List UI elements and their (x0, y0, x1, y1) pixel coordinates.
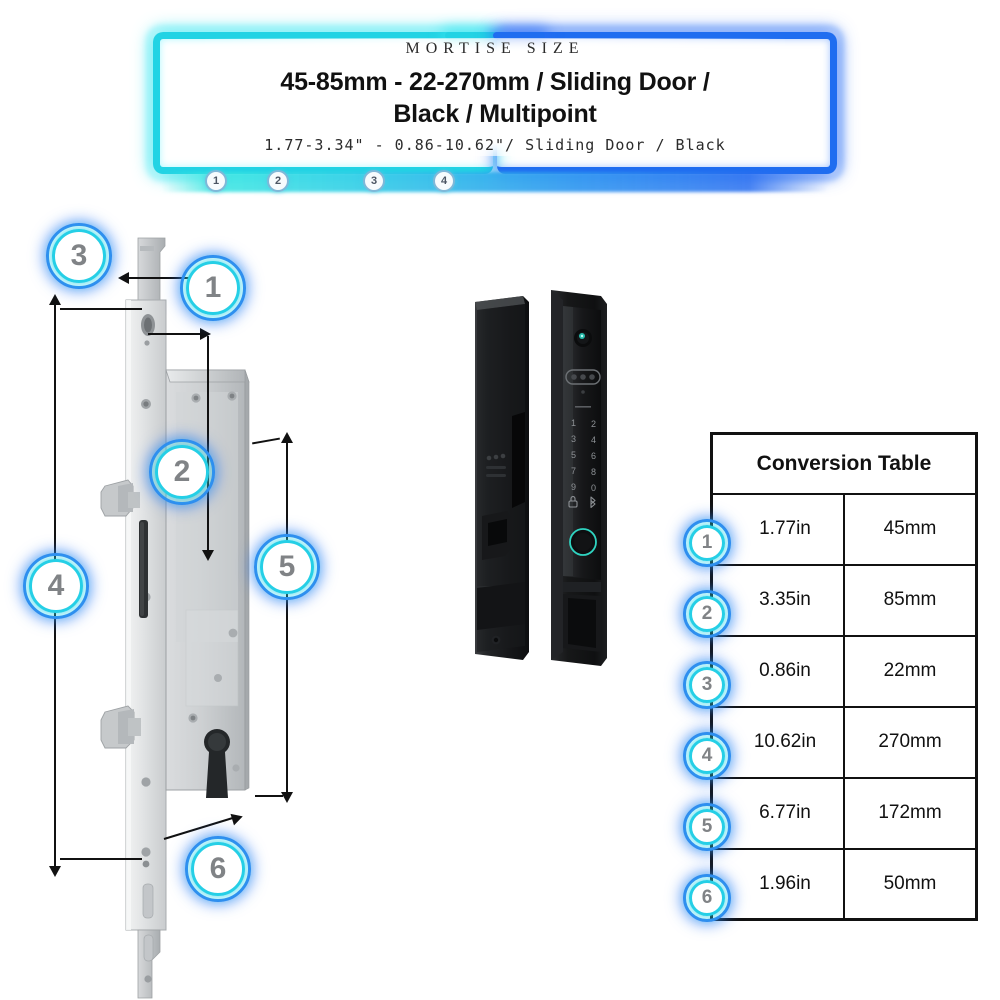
right-bracket-cap (493, 32, 545, 39)
left-bracket-cap (445, 32, 497, 39)
conversion-table: Conversion Table 1.77in 45mm 3.35in 85mm… (710, 432, 978, 921)
table-cell-mm: 45mm (843, 492, 978, 566)
table-cell-inches: 10.62in (710, 705, 845, 779)
rail-badge-4: 4 (433, 170, 455, 192)
svg-text:7: 7 (571, 466, 576, 476)
callout-badge-6[interactable]: 6 (185, 836, 251, 902)
dim-arrow-2 (202, 550, 214, 561)
table-row: 3.35in 85mm (710, 563, 978, 637)
dim-line-2 (207, 336, 209, 556)
dim-tick-3 (60, 308, 142, 310)
table-cell-mm: 172mm (843, 776, 978, 850)
dim-arrow-4-bottom (49, 866, 61, 877)
svg-text:2: 2 (591, 419, 596, 429)
banner-text-group: MORTISE SIZE 45-85mm - 22-270mm / Slidin… (145, 40, 845, 154)
header-gradient-rail (161, 172, 829, 192)
callout-badge-2[interactable]: 2 (149, 439, 215, 505)
header-subtitle: 1.77-3.34" - 0.86-10.62"/ Sliding Door /… (264, 136, 726, 154)
mortise-lock-illustration (100, 237, 250, 999)
svg-text:0: 0 (591, 483, 596, 493)
table-cell-inches: 6.77in (710, 776, 845, 850)
dim-line-5 (286, 438, 288, 798)
table-cell-inches: 1.77in (710, 492, 845, 566)
table-cell-inches: 0.86in (710, 634, 845, 708)
page-title-line-2: Black / Multipoint (393, 99, 597, 128)
table-cell-mm: 270mm (843, 705, 978, 779)
table-row: 1.96in 50mm (710, 847, 978, 921)
table-cell-inches: 1.96in (710, 847, 845, 921)
callout-badge-1[interactable]: 1 (180, 255, 246, 321)
dim-line-1 (128, 277, 198, 279)
rail-badge-3: 3 (363, 170, 385, 192)
rail-badge-1: 1 (205, 170, 227, 192)
svg-text:3: 3 (571, 434, 576, 444)
table-badge-5[interactable]: 5 (683, 803, 731, 851)
page-title-line-1: 45-85mm - 22-270mm / Sliding Door / (280, 68, 710, 96)
table-cell-mm: 50mm (843, 847, 978, 921)
leader-line-1 (148, 333, 204, 335)
header-eyebrow: MORTISE SIZE (405, 40, 585, 57)
callout-badge-4[interactable]: 4 (23, 553, 89, 619)
svg-text:5: 5 (571, 450, 576, 460)
smart-lock-side-view (475, 296, 529, 660)
table-badge-1[interactable]: 1 (683, 519, 731, 567)
left-bracket (153, 32, 493, 174)
svg-text:9: 9 (571, 482, 576, 492)
table-cell-inches: 3.35in (710, 563, 845, 637)
right-bracket (497, 32, 837, 174)
table-row-badges: 1 2 3 4 5 6 (683, 432, 746, 952)
keypad: 1 2 3 4 5 6 7 8 9 0 (571, 418, 596, 493)
table-badge-2[interactable]: 2 (683, 590, 731, 638)
callout-badge-3[interactable]: 3 (46, 223, 112, 289)
rail-badge-2: 2 (267, 170, 289, 192)
banner-backdrop (205, 38, 785, 156)
table-badge-4[interactable]: 4 (683, 732, 731, 780)
table-row: 1.77in 45mm (710, 492, 978, 566)
leader-arrow-1 (200, 328, 211, 340)
svg-text:1: 1 (571, 418, 576, 428)
svg-text:8: 8 (591, 467, 596, 477)
keypad-symbols (568, 496, 596, 509)
page-title: 45-85mm - 22-270mm / Sliding Door / Blac… (145, 67, 845, 130)
header-banner: MORTISE SIZE 45-85mm - 22-270mm / Slidin… (145, 22, 845, 192)
table-cell-mm: 85mm (843, 563, 978, 637)
table-row: 10.62in 270mm (710, 705, 978, 779)
dim-arrow-5-bottom (281, 792, 293, 803)
smart-lock-front-view: 1 2 3 4 5 6 7 8 9 0 (551, 290, 607, 666)
dim-arrow-1-left (118, 272, 129, 284)
dim-arrow-5-top (281, 432, 293, 443)
table-row: 6.77in 172mm (710, 776, 978, 850)
dim-tick-4-bottom (60, 858, 142, 860)
table-badge-3[interactable]: 3 (683, 661, 731, 709)
table-title: Conversion Table (710, 432, 978, 495)
table-badge-6[interactable]: 6 (683, 874, 731, 922)
svg-text:4: 4 (591, 435, 596, 445)
callout-badge-5[interactable]: 5 (254, 534, 320, 600)
smart-lock-panels: 1 2 3 4 5 6 7 8 9 0 (475, 290, 607, 666)
table-cell-mm: 22mm (843, 634, 978, 708)
svg-text:6: 6 (591, 451, 596, 461)
table-row: 0.86in 22mm (710, 634, 978, 708)
table-header-row: Conversion Table (710, 432, 978, 495)
dim-tick-5-bottom (255, 795, 283, 797)
dim-arrow-4-top (49, 294, 61, 305)
